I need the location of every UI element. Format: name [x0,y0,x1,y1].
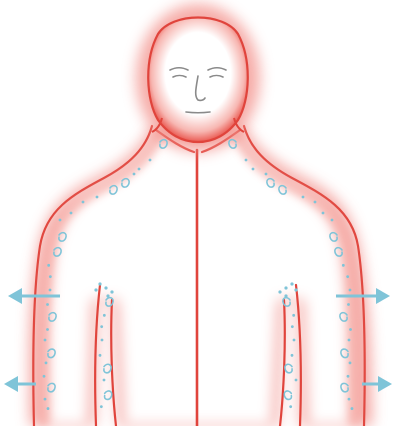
airflow-dot [96,196,99,199]
airflow-dot [347,375,350,378]
airflow-dot [347,303,350,306]
airflow-dot [46,328,49,331]
airflow-dot [314,201,317,204]
airflow-dot [110,290,113,293]
airflow-dot [348,339,351,342]
airflow-dot [49,275,52,278]
airflow-dot [104,286,107,289]
airflow-dot [292,314,295,317]
airflow-dot [47,407,50,410]
airflow-dot [289,405,292,408]
airflow-dot [346,275,349,278]
airflow-dot [349,289,352,292]
airflow-dot [265,173,268,176]
airflow-dot [138,168,141,171]
swirl-icon [105,391,112,399]
airflow-dot [252,168,255,171]
airflow-dot [351,407,354,410]
airflow-dot [44,339,47,342]
airflow-dot [302,196,305,199]
airflow-dot [103,314,106,317]
airflow-dot [284,294,287,297]
airflow-dot [322,212,325,215]
airflow-dot [82,201,85,204]
airflow-dot [349,361,352,364]
airflow-dot [133,173,136,176]
airflow-dot [331,219,334,222]
airflow-dot [284,286,287,289]
airflow-dot [99,354,102,357]
mouth [186,112,210,113]
airflow-dot [349,328,352,331]
airflow-dot [291,354,294,357]
airflow-dot [94,288,97,291]
airflow-dot [290,282,293,285]
swirl-icon [285,364,292,372]
airflow-dot [348,398,351,401]
torso-glow [29,128,372,426]
airflow-dot [100,405,103,408]
airflow-dot [43,375,46,378]
airflow-dot [49,289,52,292]
airflow-dot [45,361,48,364]
airflow-dot [46,303,49,306]
airflow-dot [98,282,101,285]
airflow-dot [342,264,345,267]
airflow-dot [294,288,297,291]
airflow-dot [47,264,50,267]
airflow-dot [245,159,248,162]
airflow-dot [278,290,281,293]
airflow-dot [291,325,294,328]
airflow-dot [103,379,106,382]
airflow-dot [70,212,73,215]
swirl-icon [104,364,111,372]
airflow-dot [106,294,109,297]
head [136,4,260,152]
airflow-dot [295,379,298,382]
airflow-dot [149,159,152,162]
airflow-dot [100,325,103,328]
swirl-icon [284,391,291,399]
airflow-dot [59,219,62,222]
airflow-dot [293,339,296,342]
airflow-dot [101,339,104,342]
airflow-dot [44,398,47,401]
